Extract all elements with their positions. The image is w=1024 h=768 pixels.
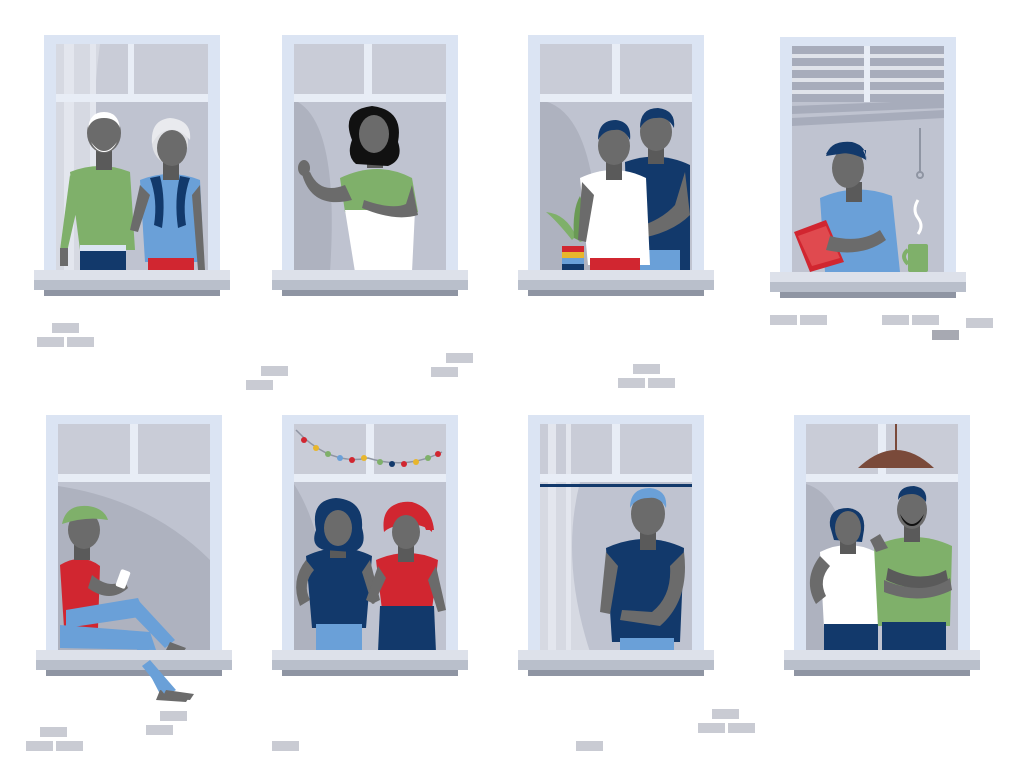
person-elderly-man — [60, 112, 135, 272]
person-woman-navy — [296, 498, 380, 652]
string-lights — [295, 429, 443, 467]
window-1 — [34, 35, 230, 296]
window-8 — [784, 415, 980, 676]
window-3 — [518, 35, 714, 296]
person-waving-woman — [298, 106, 418, 272]
window-2 — [272, 35, 468, 296]
window-7 — [518, 415, 714, 676]
window-4 — [770, 37, 966, 298]
person-elderly-woman — [130, 118, 205, 272]
person-standing-man — [600, 488, 685, 652]
person-man-green — [870, 486, 952, 652]
person-woman-white — [809, 508, 878, 652]
window-5 — [36, 415, 232, 702]
wall-bricks — [26, 315, 993, 751]
person-embracing-man — [578, 120, 650, 272]
person-woman-red-hair — [366, 501, 446, 652]
person-man-with-tablet — [794, 141, 900, 272]
window-6 — [272, 415, 468, 676]
coffee-mug — [902, 199, 928, 272]
pendant-lamp — [858, 424, 934, 468]
